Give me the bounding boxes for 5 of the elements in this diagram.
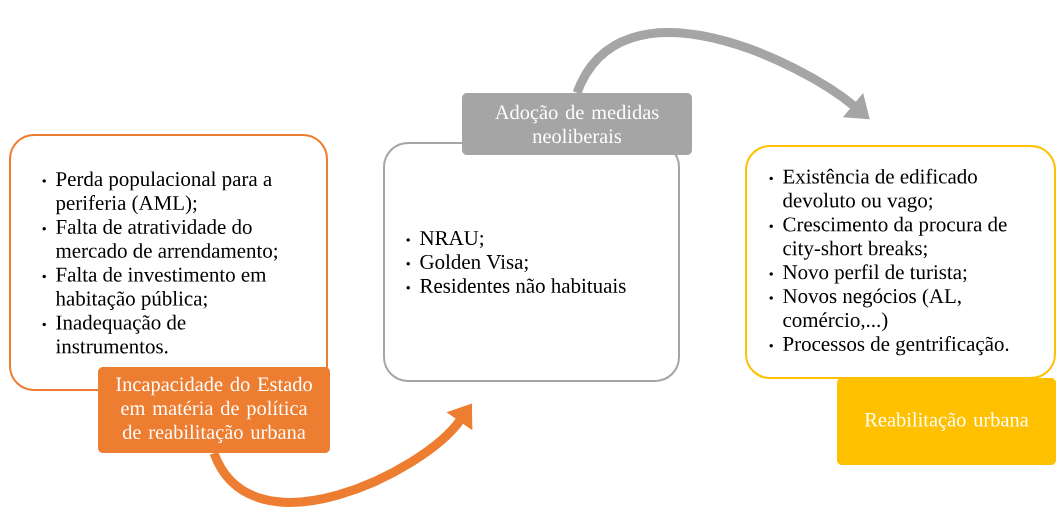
list-box: Existência de edificado devoluto ou vago; Crescimento da procura de city-short breaks; Novo perfil de turista; Novos negócios (AL, comércio,...) Processos de gentrificação.	[745, 145, 1056, 379]
list-box: NRAU; Golden Visa; Residentes não habituais	[383, 142, 680, 382]
title-box: Adoção de medidas neoliberais	[462, 93, 692, 155]
title-box: Reabilitação urbana	[837, 378, 1056, 465]
title-box: Incapacidade do Estado em matéria de política de reabilitação urbana	[98, 367, 330, 453]
